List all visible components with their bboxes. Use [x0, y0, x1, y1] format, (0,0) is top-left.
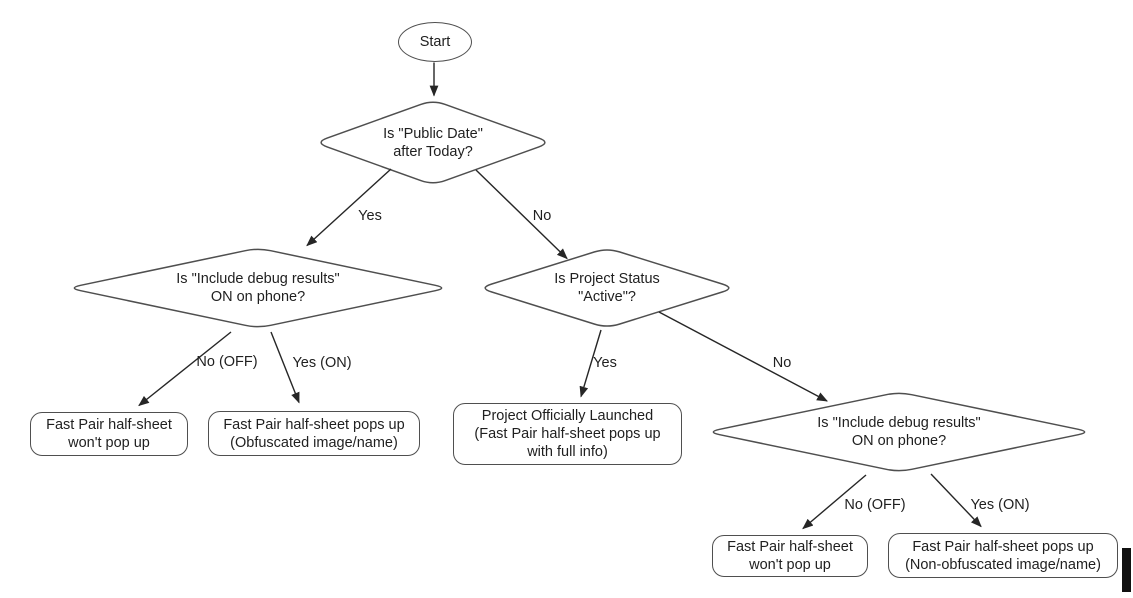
outcome-box-no-popup-left: Fast Pair half-sheet won't pop up	[30, 412, 188, 456]
decision-diamond-debug_left	[73, 248, 443, 328]
edge-label-no-off-left: No (OFF)	[196, 354, 258, 370]
outcome-box-obfuscated: Fast Pair half-sheet pops up (Obfuscated…	[208, 411, 420, 456]
arrow-project_status-debug_right	[658, 311, 828, 402]
edge-label-no-public-date: No	[532, 208, 552, 224]
arrow-debug_right-no_popup_right	[802, 474, 867, 530]
arrow-public_date-debug_left	[306, 168, 392, 247]
decision-label-public-date: Is "Public Date" after Today?	[383, 126, 483, 160]
text-cursor	[1122, 548, 1131, 592]
outcome-box-non-obfuscated: Fast Pair half-sheet pops up (Non-obfusc…	[888, 533, 1118, 578]
arrow-debug_right-non_obfuscated	[930, 473, 982, 528]
edge-label-yes-on-left: Yes (ON)	[292, 355, 352, 371]
decision-label-project-status: Is Project Status "Active"?	[554, 271, 660, 305]
edge-label-yes-on-right: Yes (ON)	[970, 497, 1030, 513]
outcome-box-launched: Project Officially Launched (Fast Pair h…	[453, 403, 682, 465]
outcome-box-no-popup-right: Fast Pair half-sheet won't pop up	[712, 535, 868, 577]
arrow-debug_left-no_popup_left	[138, 331, 232, 407]
arrow-project_status-launched	[579, 329, 602, 398]
edge-label-yes-public-date: Yes	[358, 208, 382, 224]
arrow-public_date-project_status	[475, 169, 568, 260]
decision-label-debug-left: Is "Include debug results" ON on phone?	[176, 271, 340, 305]
decision-diamond-project_status	[484, 249, 730, 327]
decision-diamond-debug_right	[712, 392, 1086, 472]
edge-label-no-project-status: No	[772, 355, 792, 371]
decision-label-debug-right: Is "Include debug results" ON on phone?	[817, 415, 981, 449]
start-terminal: Start	[398, 22, 472, 62]
arrow-debug_left-obfuscated	[270, 331, 300, 404]
decision-diamond-public_date	[320, 101, 546, 184]
edge-label-no-off-right: No (OFF)	[844, 497, 906, 513]
edge-label-yes-project-status: Yes	[593, 355, 617, 371]
